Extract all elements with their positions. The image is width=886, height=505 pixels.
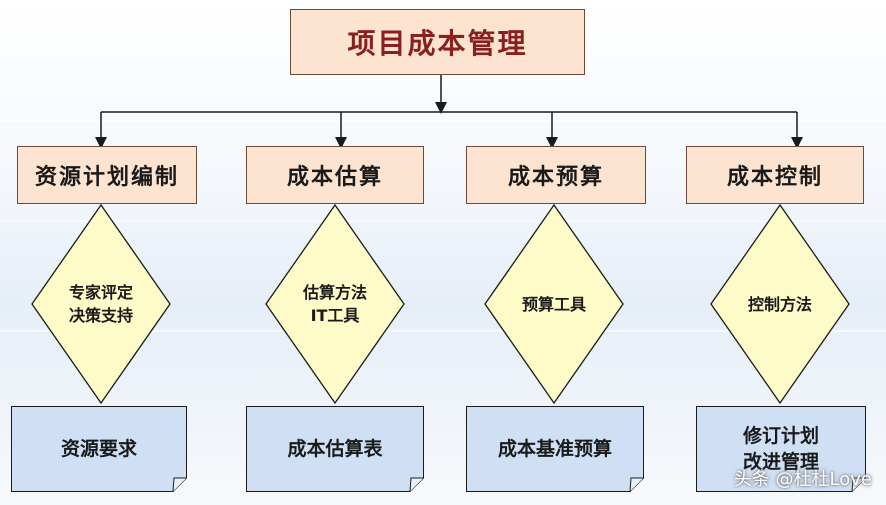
root-node: 项目成本管理 bbox=[290, 9, 585, 75]
method-diamond-cost-estimating: 估算方法 IT工具 bbox=[265, 204, 405, 404]
output-document-cost-control: 修订计划 改进管理 bbox=[696, 406, 866, 492]
output-document-cost-estimating: 成本估算表 bbox=[246, 406, 424, 492]
output-document-resource-planning: 资源要求 bbox=[11, 406, 187, 492]
step-node-cost-control: 成本控制 bbox=[686, 146, 864, 204]
step-node-cost-estimating: 成本估算 bbox=[246, 146, 424, 204]
step-node-cost-budgeting: 成本预算 bbox=[466, 146, 646, 204]
step-label: 成本预算 bbox=[507, 165, 604, 190]
method-line: 专家评定 bbox=[68, 283, 133, 302]
watermark-text: 头条 @杜杜Love bbox=[733, 469, 872, 490]
output-line: 修订计划 bbox=[742, 425, 819, 447]
step-label: 资源计划编制 bbox=[34, 165, 179, 190]
output-line: 成本基准预算 bbox=[497, 438, 612, 460]
method-line: 决策支持 bbox=[68, 306, 133, 325]
root-label: 项目成本管理 bbox=[347, 27, 528, 60]
method-line: IT工具 bbox=[310, 306, 360, 325]
method-line: 控制方法 bbox=[747, 294, 812, 314]
method-diamond-resource-planning: 专家评定 决策支持 bbox=[31, 204, 171, 404]
method-line: 估算方法 bbox=[302, 283, 367, 302]
method-diamond-cost-budgeting: 预算工具 bbox=[484, 204, 624, 404]
output-document-cost-budgeting: 成本基准预算 bbox=[466, 406, 644, 492]
step-node-resource-planning: 资源计划编制 bbox=[17, 146, 197, 204]
method-line: 预算工具 bbox=[521, 294, 586, 314]
step-label: 成本控制 bbox=[726, 165, 823, 190]
method-diamond-cost-control: 控制方法 bbox=[710, 204, 850, 404]
output-line: 成本估算表 bbox=[287, 438, 383, 460]
output-line: 改进管理 bbox=[742, 451, 819, 473]
step-label: 成本估算 bbox=[286, 165, 383, 190]
output-line: 资源要求 bbox=[60, 438, 137, 460]
